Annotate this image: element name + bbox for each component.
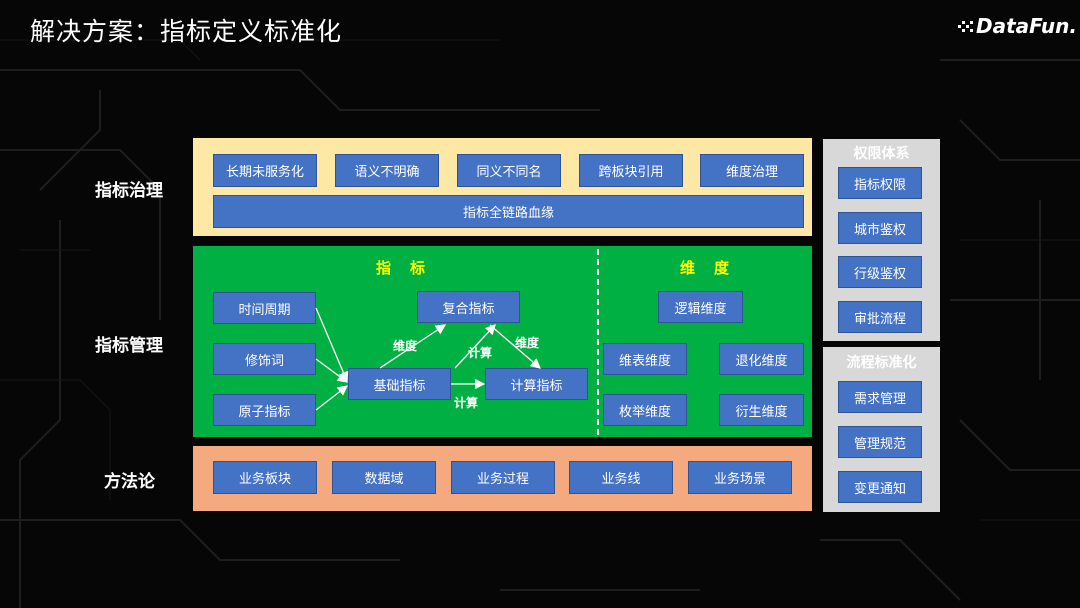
management-panel: 指 标 维 度 时间周期 修饰词 原子指标 基础指标 复合指标 计算指标 逻辑维… [193, 246, 812, 437]
governance-panel: 长期未服务化 语义不明确 同义不同名 跨板块引用 维度治理 指标全链路血缘 [193, 138, 812, 236]
metric-section-title: 指 标 [376, 259, 428, 277]
row-label-governance: 指标治理 [95, 181, 163, 201]
arrow-label-dimension-left: 维度 [393, 339, 418, 353]
permission-item: 行级鉴权 [838, 256, 922, 288]
metric-dimension-divider [597, 249, 599, 435]
methodology-item: 业务线 [569, 461, 673, 494]
dim-table-dimension-box: 维表维度 [603, 343, 687, 375]
logical-dimension-box: 逻辑维度 [658, 291, 743, 323]
logo-text: DataFun. [976, 14, 1077, 38]
methodology-item: 业务场景 [688, 461, 792, 494]
row-label-management: 指标管理 [95, 336, 163, 356]
dimension-section-title: 维 度 [680, 259, 732, 277]
permissions-panel: 权限体系 指标权限 城市鉴权 行级鉴权 审批流程 [823, 139, 940, 341]
composite-metric-box: 复合指标 [417, 291, 520, 323]
degenerate-dimension-box: 退化维度 [719, 343, 804, 375]
permissions-title: 权限体系 [853, 146, 910, 162]
governance-item: 语义不明确 [335, 154, 439, 187]
permission-item: 指标权限 [838, 167, 922, 199]
process-title: 流程标准化 [846, 355, 917, 371]
modifier-box: 修饰词 [213, 343, 316, 375]
arrow-label-dimension-right: 维度 [515, 336, 540, 350]
methodology-item: 数据域 [332, 461, 436, 494]
permission-item: 审批流程 [838, 301, 922, 333]
page-title: 解决方案：指标定义标准化 [30, 17, 343, 46]
logo-dots-icon [958, 21, 973, 32]
datafun-logo: DataFun. [958, 14, 1077, 40]
methodology-item: 业务板块 [213, 461, 317, 494]
computed-metric-box: 计算指标 [485, 368, 588, 400]
governance-item: 维度治理 [700, 154, 804, 187]
time-period-box: 时间周期 [213, 292, 316, 324]
enum-dimension-box: 枚举维度 [603, 394, 687, 426]
base-metric-box: 基础指标 [348, 368, 451, 400]
full-chain-lineage-box: 指标全链路血缘 [213, 195, 804, 228]
permission-item: 城市鉴权 [838, 212, 922, 244]
derived-dimension-box: 衍生维度 [719, 394, 804, 426]
process-item: 需求管理 [838, 381, 922, 413]
atomic-metric-box: 原子指标 [213, 394, 316, 426]
process-item: 管理规范 [838, 426, 922, 458]
governance-item: 跨板块引用 [579, 154, 683, 187]
row-label-methodology: 方法论 [104, 472, 155, 492]
methodology-item: 业务过程 [451, 461, 555, 494]
governance-item: 同义不同名 [457, 154, 561, 187]
governance-item: 长期未服务化 [213, 154, 317, 187]
arrow-label-compute-top: 计算 [468, 346, 493, 360]
methodology-panel: 业务板块 数据域 业务过程 业务线 业务场景 [193, 446, 812, 511]
process-panel: 流程标准化 需求管理 管理规范 变更通知 [823, 347, 940, 512]
process-item: 变更通知 [838, 471, 922, 503]
arrow-label-compute-bottom: 计算 [454, 396, 479, 410]
